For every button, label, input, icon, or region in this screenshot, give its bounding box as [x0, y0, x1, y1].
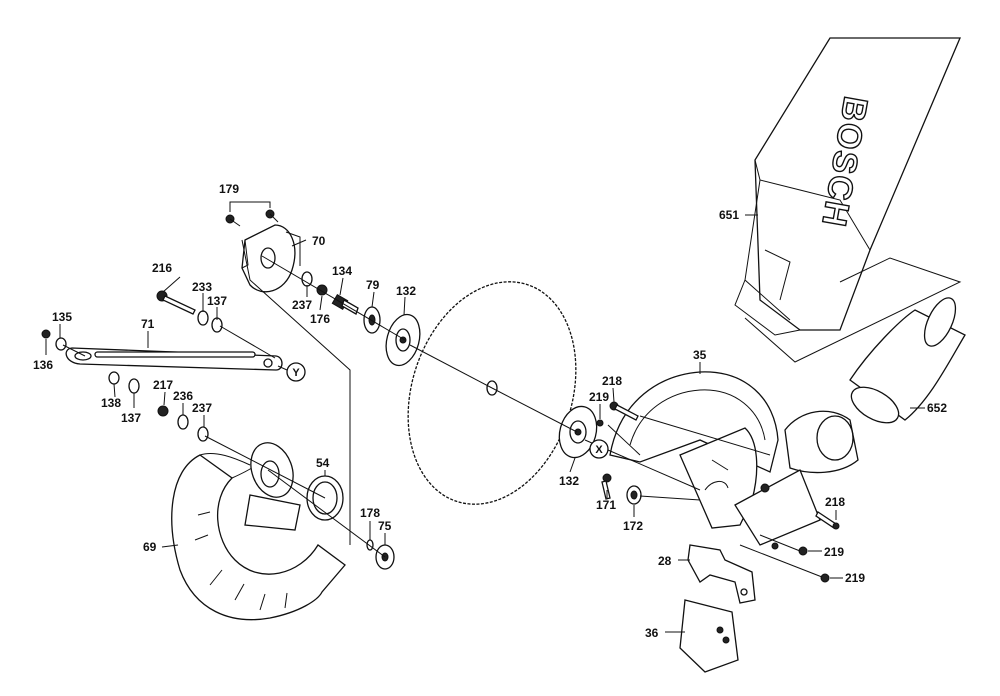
label-137-bottom: 137 [121, 411, 141, 425]
label-28: 28 [658, 554, 672, 568]
leader-lines [45, 214, 925, 633]
label-69: 69 [143, 540, 157, 554]
screw-136 [41, 329, 67, 351]
label-237-bottom: 237 [192, 401, 212, 415]
screw-219-mid [798, 546, 808, 556]
svg-text:X: X [595, 444, 603, 456]
upper-guard-35 [609, 371, 859, 550]
label-172: 172 [623, 519, 643, 533]
cover-plate-70 [241, 224, 296, 293]
label-218-top: 218 [602, 374, 622, 388]
label-236: 236 [173, 389, 193, 403]
label-54: 54 [316, 456, 330, 470]
washers-138-137 [108, 371, 140, 394]
label-218-right: 218 [825, 495, 845, 509]
link-arm-71 [65, 347, 283, 371]
label-138: 138 [101, 396, 121, 410]
leader-651-652 [744, 257, 962, 363]
label-219-top: 219 [589, 390, 609, 404]
label-75: 75 [378, 519, 392, 533]
label-233: 233 [192, 280, 212, 294]
marker-y: Y [286, 362, 306, 382]
label-70: 70 [312, 234, 326, 248]
label-132-right: 132 [559, 474, 579, 488]
label-135: 135 [52, 310, 72, 324]
bushing-172 [626, 485, 642, 505]
label-651: 651 [719, 208, 739, 222]
pin-178 [366, 539, 374, 551]
label-71: 71 [141, 317, 155, 331]
label-35: 35 [693, 348, 707, 362]
label-219-low: 219 [845, 571, 865, 585]
screw-217 [157, 405, 209, 442]
label-137-top: 137 [207, 294, 227, 308]
hose-elbow-652 [849, 297, 966, 424]
screw-171 [601, 473, 612, 500]
label-134: 134 [332, 264, 352, 278]
label-171: 171 [596, 498, 616, 512]
washer-237-top [301, 271, 313, 287]
label-217: 217 [153, 378, 173, 392]
bracket-28 [687, 544, 756, 604]
screw-218-top [609, 401, 639, 421]
label-179: 179 [219, 182, 239, 196]
label-216: 216 [152, 261, 172, 275]
label-237-top: 237 [292, 298, 312, 312]
screw-219-low [820, 573, 830, 583]
blade-guard-69 [171, 442, 346, 621]
washer-79 [363, 306, 381, 334]
part-labels: 179 70 216 233 137 134 79 132 237 176 13… [33, 182, 947, 640]
flange-132-left [385, 313, 421, 367]
label-219-mid: 219 [824, 545, 844, 559]
label-176: 176 [310, 312, 330, 326]
label-652: 652 [927, 401, 947, 415]
label-79: 79 [366, 278, 380, 292]
screws-179 [225, 201, 279, 227]
screw-219-top [596, 419, 604, 427]
plate-36 [679, 599, 739, 673]
dust-chute-651: BOSCH [734, 37, 961, 336]
label-36: 36 [645, 626, 659, 640]
flange-132-right [558, 405, 598, 459]
svg-text:Y: Y [292, 367, 300, 379]
label-178: 178 [360, 506, 380, 520]
label-136: 136 [33, 358, 53, 372]
label-132-left: 132 [396, 284, 416, 298]
marker-x: X [589, 439, 609, 459]
